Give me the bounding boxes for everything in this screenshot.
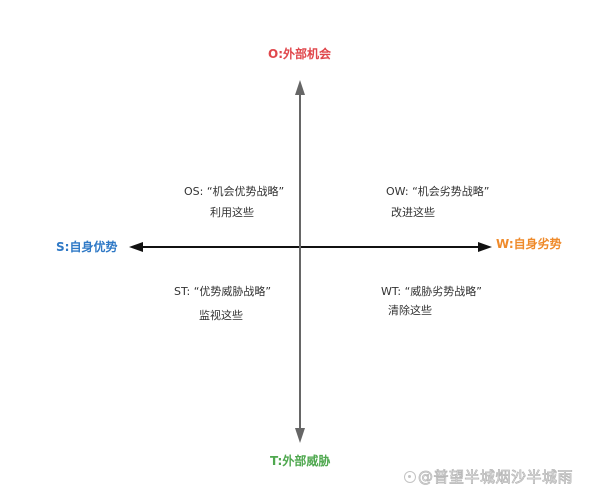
right-arrow-icon — [478, 242, 492, 252]
axis-label-opportunity: O:外部机会 — [268, 47, 332, 61]
watermark: @普望半城烟沙半城雨 — [404, 466, 573, 487]
axis-label-threat: T:外部威胁 — [270, 454, 331, 468]
vertical-axis — [295, 80, 305, 443]
down-arrow-icon — [295, 428, 305, 443]
quadrant-st-title: ST: “优势威胁战略” — [174, 285, 272, 298]
platform-logo-icon — [404, 470, 416, 483]
watermark-text: @普望半城烟沙半城雨 — [418, 468, 574, 487]
quadrant-os-title: OS: “机会优势战略” — [184, 185, 285, 198]
quadrant-wt-action: 清除这些 — [388, 304, 432, 317]
left-arrow-icon — [129, 242, 143, 252]
quadrant-wt-title: WT: “威胁劣势战略” — [381, 285, 482, 298]
axis-label-strength: S:自身优势 — [56, 240, 118, 254]
quadrant-st-action: 监视这些 — [199, 309, 243, 322]
axis-label-weakness: W:自身劣势 — [496, 237, 562, 251]
quadrant-os-action: 利用这些 — [210, 206, 254, 219]
quadrant-ow-title: OW: “机会劣势战略” — [386, 185, 490, 198]
up-arrow-icon — [295, 80, 305, 95]
quadrant-ow-action: 改进这些 — [391, 206, 435, 219]
horizontal-axis — [129, 242, 492, 252]
